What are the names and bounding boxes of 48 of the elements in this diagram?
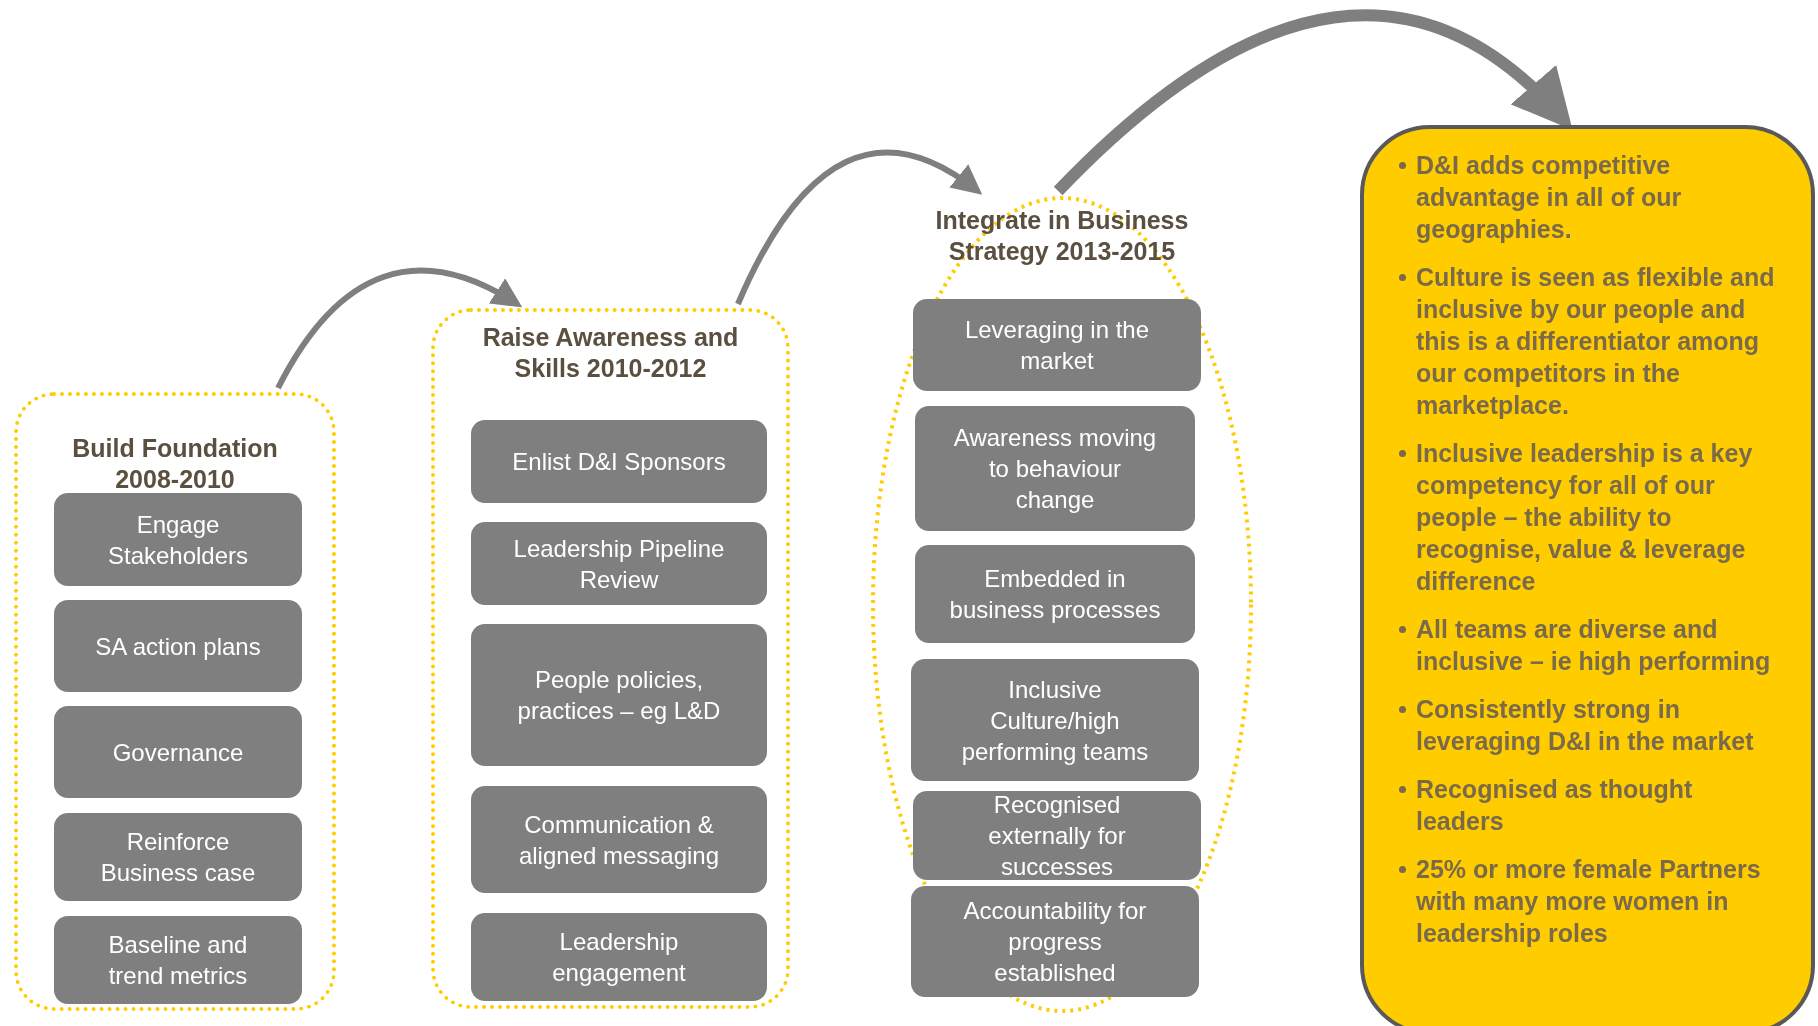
step-text: Governance: [111, 737, 245, 768]
step-box: [54, 916, 302, 1004]
bullet-text: Recognised as thought leaders: [1416, 775, 1693, 835]
step-text: Awareness moving to behaviour change: [952, 423, 1158, 515]
phase-title: Build Foundation 2008-2010: [71, 433, 279, 495]
curved-arrow: [275, 267, 523, 390]
step-text: Accountability for progress established: [962, 896, 1148, 988]
bullet-text: 25% or more female Partners with many more women in leadership roles: [1416, 855, 1761, 947]
step-box: [913, 299, 1201, 391]
step-box: [471, 624, 767, 766]
bullet-text: Culture is seen as flexible and inclusive by our people and this is a differentiator among our competitors in the marketplace.: [1416, 263, 1775, 419]
step-text: Baseline and trend metrics: [107, 930, 249, 991]
step-text: SA action plans: [94, 631, 262, 662]
step-text: Engage Stakeholders: [106, 509, 250, 571]
step-box: [915, 406, 1195, 531]
bullet-text: Consistently strong in leveraging D&I in the market: [1416, 695, 1754, 755]
step-box: [913, 791, 1201, 880]
step-text: Inclusive Culture/high performing teams: [960, 674, 1150, 767]
step-box: [471, 913, 767, 1001]
step-text: Reinforce Business case: [99, 827, 257, 888]
step-text: Leadership Pipeline Review: [512, 533, 726, 595]
step-box: [54, 813, 302, 901]
step-box: [54, 706, 302, 798]
step-text: People policies, practices – eg L&D: [516, 665, 722, 726]
step-box: [54, 600, 302, 692]
phase-group: [431, 308, 790, 1009]
step-box: [911, 659, 1199, 781]
curved-arrow: [735, 149, 983, 306]
bullet-text: Inclusive leadership is a key competency for all of our people – the ability to recognise, value & leverage difference: [1416, 439, 1753, 595]
phase-title: Raise Awareness and Skills 2010-2012: [481, 322, 740, 384]
step-text: Leadership engagement: [551, 927, 687, 988]
phase-group: [14, 392, 336, 1011]
step-box: [471, 420, 767, 503]
step-text: Recognised externally for successes: [987, 790, 1127, 882]
step-box: [471, 786, 767, 893]
step-box: [471, 522, 767, 605]
outcome-panel: [1360, 125, 1815, 1026]
bullet-text: D&I adds competitive advantage in all of our geographies.: [1416, 151, 1682, 243]
step-box: [915, 545, 1195, 643]
step-text: Embedded in business processes: [948, 564, 1162, 625]
curved-arrow: [1053, 9, 1574, 196]
bullet-text: All teams are diverse and inclusive – ie high performing: [1416, 615, 1771, 675]
step-box: [911, 886, 1199, 997]
step-text: Communication & aligned messaging: [517, 809, 721, 871]
step-text: Enlist D&I Sponsors: [511, 447, 727, 477]
step-text: Leveraging in the market: [963, 315, 1151, 376]
phase-ellipse: [870, 195, 1254, 1014]
step-box: [54, 493, 302, 586]
